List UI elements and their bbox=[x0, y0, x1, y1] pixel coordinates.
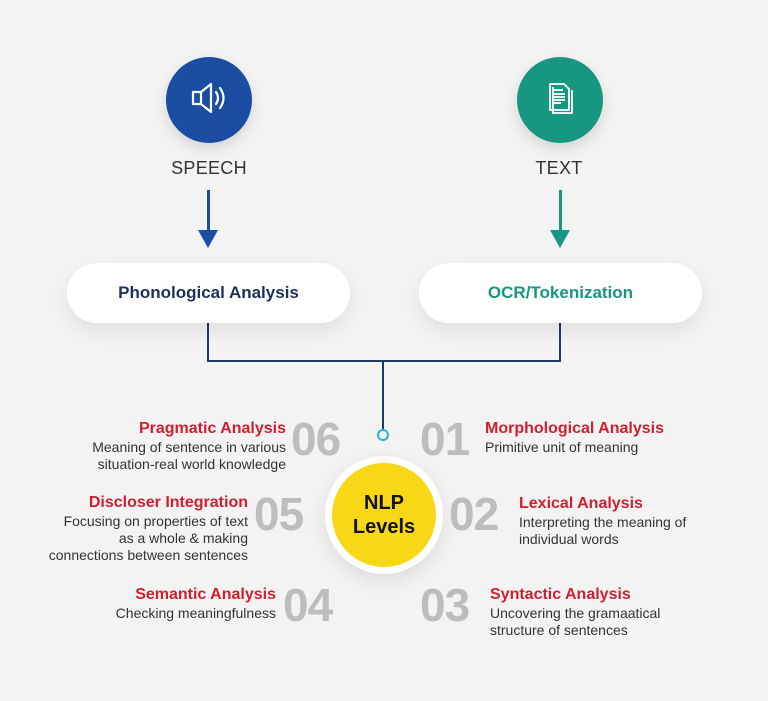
level-03-text: Syntactic Analysis Uncovering the gramaa… bbox=[490, 585, 660, 639]
level-03-number: 03 bbox=[420, 579, 470, 631]
connector-right-vertical bbox=[559, 323, 561, 361]
text-arrow bbox=[559, 190, 562, 234]
connector-horizontal bbox=[207, 360, 561, 362]
level-04-text: Semantic Analysis Checking meaningfulnes… bbox=[116, 585, 276, 622]
speech-arrow-head bbox=[198, 230, 218, 248]
nlp-levels-line1: NLP bbox=[364, 492, 404, 514]
phonological-analysis-box: Phonological Analysis bbox=[67, 263, 350, 323]
text-arrow-head bbox=[550, 230, 570, 248]
connector-center-vertical bbox=[382, 360, 384, 430]
ocr-tokenization-box: OCR/Tokenization bbox=[419, 263, 702, 323]
connector-node-dot bbox=[377, 429, 389, 441]
level-04-title: Semantic Analysis bbox=[135, 586, 276, 603]
level-05-text: Discloser Integration Focusing on proper… bbox=[49, 493, 248, 564]
level-06-title: Pragmatic Analysis bbox=[138, 420, 286, 437]
level-06-desc-line: Meaning of sentence in various bbox=[92, 439, 286, 455]
level-06-desc-line: situation-real world knowledge bbox=[97, 456, 286, 472]
level-06-text: Pragmatic Analysis Meaning of sentence i… bbox=[92, 419, 286, 473]
level-01-desc-line: Primitive unit of meaning bbox=[485, 439, 639, 455]
connector-left-vertical bbox=[207, 323, 209, 361]
level-02-title: Lexical Analysis bbox=[519, 495, 643, 512]
level-03-desc-line: structure of sentences bbox=[490, 622, 628, 638]
level-03-title: Syntactic Analysis bbox=[490, 586, 631, 603]
level-05-desc-line: Focusing on properties of text bbox=[63, 513, 248, 529]
text-icon-circle bbox=[517, 57, 603, 143]
nlp-levels-line2: Levels bbox=[352, 516, 416, 538]
speech-label: SPEECH bbox=[171, 158, 247, 178]
level-03-desc-line: Uncovering the gramaatical bbox=[490, 605, 661, 621]
nlp-levels-core: NLP Levels bbox=[332, 463, 436, 567]
document-icon bbox=[540, 78, 580, 123]
level-05-desc-line: connections between sentences bbox=[48, 547, 248, 563]
level-02-number: 02 bbox=[449, 488, 499, 540]
level-02-desc-line: Interpreting the meaning of bbox=[519, 514, 687, 530]
level-01-text: Morphological Analysis Primitive unit of… bbox=[485, 419, 664, 456]
nlp-levels-circle: NLP Levels bbox=[325, 456, 443, 574]
level-01-number: 01 bbox=[420, 413, 470, 465]
level-04-desc-line: Checking meaningfulness bbox=[115, 605, 276, 621]
level-01-title: Morphological Analysis bbox=[485, 420, 664, 437]
level-05-number: 05 bbox=[254, 488, 304, 540]
speech-arrow bbox=[207, 190, 210, 234]
level-02-text: Lexical Analysis Interpreting the meanin… bbox=[519, 494, 686, 548]
level-06-number: 06 bbox=[291, 413, 341, 465]
level-05-desc-line: as a whole & making bbox=[118, 530, 248, 546]
text-label: TEXT bbox=[535, 158, 583, 178]
speech-icon-circle bbox=[166, 57, 252, 143]
speaker-icon bbox=[187, 76, 231, 125]
level-05-title: Discloser Integration bbox=[88, 494, 248, 511]
level-02-desc-line: individual words bbox=[519, 531, 619, 547]
level-04-number: 04 bbox=[283, 579, 333, 631]
